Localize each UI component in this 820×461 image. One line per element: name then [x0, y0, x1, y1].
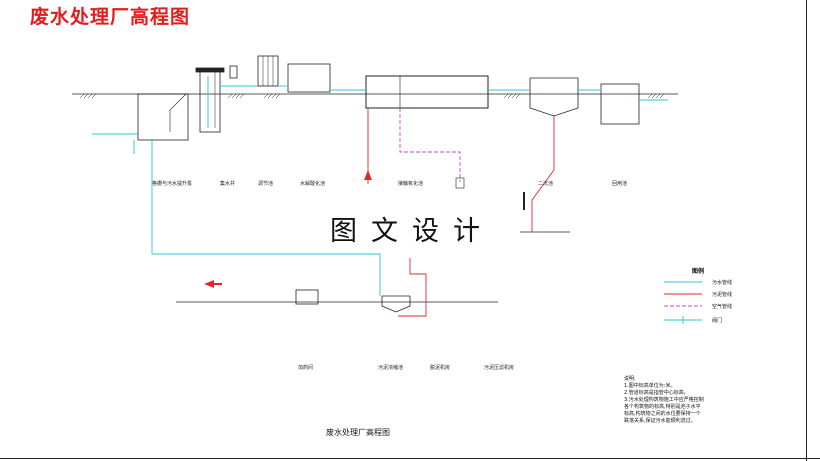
frame-border-bottom	[0, 458, 820, 459]
sump-well	[199, 69, 221, 133]
label-bar-screen: 格栅与污水提升泵	[152, 181, 193, 187]
legend-air: 空气管线	[712, 304, 733, 310]
sump-cover	[195, 67, 225, 73]
reuse-tank	[600, 83, 640, 125]
label-filterpress: 污泥压滤机房	[484, 365, 515, 371]
note-line: 各个构筑物的标高,特别是池子水平	[624, 404, 701, 410]
dosing-box	[229, 65, 238, 79]
dosing-room	[295, 289, 319, 305]
note-line: 说明:	[624, 376, 636, 382]
ground-hatch	[79, 93, 665, 99]
contact-oxidation-tank	[365, 75, 489, 109]
label-thickener: 污泥浓缩池	[378, 365, 404, 371]
label-dewater: 脱泥机房	[430, 365, 451, 371]
label-hydrolysis: 水解酸化池	[300, 181, 326, 187]
sludge-thickener	[381, 296, 411, 313]
water-lines	[92, 76, 668, 296]
page-title: 废水处理厂高程图	[30, 6, 191, 28]
watermark-text: 图文设计	[330, 216, 494, 247]
legend-water: 污水管线	[712, 280, 733, 286]
label-oxidation: 接触氧化池	[398, 181, 424, 187]
legend-swatches	[664, 281, 702, 324]
air-lines	[399, 108, 461, 182]
note-line: 3.污水处理构筑物施工中应严格控制	[624, 397, 704, 403]
notes-block: 说明: 1.图中标高单位为:米。 2.管道标高是指管中心标高。 3.污水处理构筑…	[624, 376, 794, 425]
blower-box	[455, 177, 465, 189]
hydrolysis-tank	[287, 63, 331, 93]
drawing-caption: 废水处理厂高程图	[326, 428, 390, 437]
frame-border-right	[806, 0, 807, 461]
note-line: 跌落关系,保证污水能顺利流过。	[624, 418, 696, 424]
label-reuse: 回用池	[612, 181, 628, 187]
note-line: 2.管道标高是指管中心标高。	[624, 390, 689, 396]
secondary-clarifier	[529, 78, 579, 117]
label-regulation: 调节池	[258, 181, 274, 187]
label-dosing: 加药间	[298, 365, 314, 371]
bar-screen-tank	[137, 93, 189, 141]
label-sump: 集水井	[220, 181, 236, 187]
sludge-arrow-left	[204, 280, 214, 288]
legend-sludge: 污泥管线	[712, 292, 733, 298]
legend-title: 图例	[692, 268, 705, 275]
sludge-arrow-up	[364, 170, 372, 180]
note-line: 1.图中标高单位为:米。	[624, 383, 676, 389]
legend-valve: 阀门	[712, 318, 723, 324]
label-clarifier: 二沉池	[538, 181, 554, 187]
note-line: 标高,构筑物之间的水位要保持一个	[624, 411, 701, 417]
